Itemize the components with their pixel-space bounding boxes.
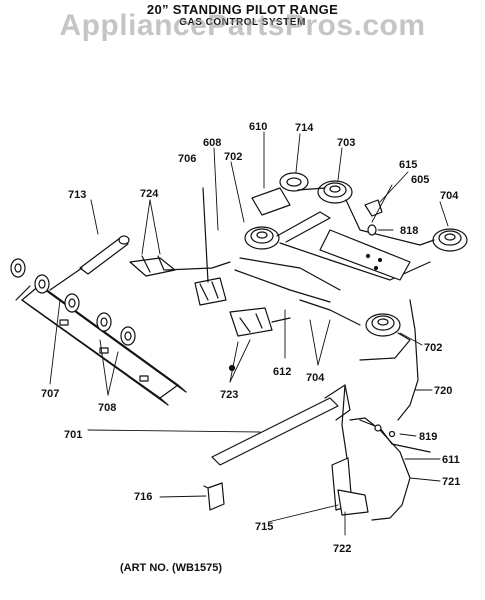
top-burner-assembly xyxy=(234,172,468,421)
callout-716: 716 xyxy=(134,491,152,503)
callout-706: 706 xyxy=(178,153,196,165)
callout-704-lower: 704 xyxy=(306,372,325,384)
callout-715: 715 xyxy=(255,521,273,533)
callout-818: 818 xyxy=(400,225,418,237)
callout-704-right: 704 xyxy=(440,190,459,202)
watermark: AppliancePartsPros.com xyxy=(59,9,426,42)
callout-608: 608 xyxy=(203,137,221,149)
callout-720: 720 xyxy=(434,385,452,397)
diagram-subtitle: GAS CONTROL SYSTEM xyxy=(179,17,306,28)
orifice-hoods xyxy=(10,258,136,346)
callout-703: 703 xyxy=(337,137,355,149)
burner-tube-701 xyxy=(211,384,351,466)
callout-713: 713 xyxy=(68,189,86,201)
rear-pipe-713 xyxy=(49,235,130,291)
diagram-title: 20” STANDING PILOT RANGE xyxy=(146,2,339,17)
callout-702-lower: 702 xyxy=(424,342,442,354)
callout-721: 721 xyxy=(442,476,460,488)
leader-lines xyxy=(49,131,449,536)
callout-707: 707 xyxy=(41,388,59,400)
valve-723 xyxy=(228,307,291,372)
valves-724 xyxy=(129,255,231,277)
callout-701: 701 xyxy=(64,429,82,441)
callout-819: 819 xyxy=(419,431,437,443)
callout-722: 722 xyxy=(333,543,351,555)
callout-708: 708 xyxy=(98,402,116,414)
pilot-assembly xyxy=(331,417,431,521)
callout-611: 611 xyxy=(442,454,460,466)
callout-714: 714 xyxy=(295,122,314,134)
callout-702: 702 xyxy=(224,151,242,163)
callout-724: 724 xyxy=(140,188,159,200)
callout-615: 615 xyxy=(399,159,417,171)
callout-723: 723 xyxy=(220,389,238,401)
callout-610: 610 xyxy=(249,121,267,133)
art-number: (ART NO. (WB1575) xyxy=(120,562,223,574)
control-706 xyxy=(194,187,227,306)
callout-605: 605 xyxy=(411,174,429,186)
callout-612: 612 xyxy=(273,366,291,378)
bracket-716 xyxy=(203,482,225,511)
